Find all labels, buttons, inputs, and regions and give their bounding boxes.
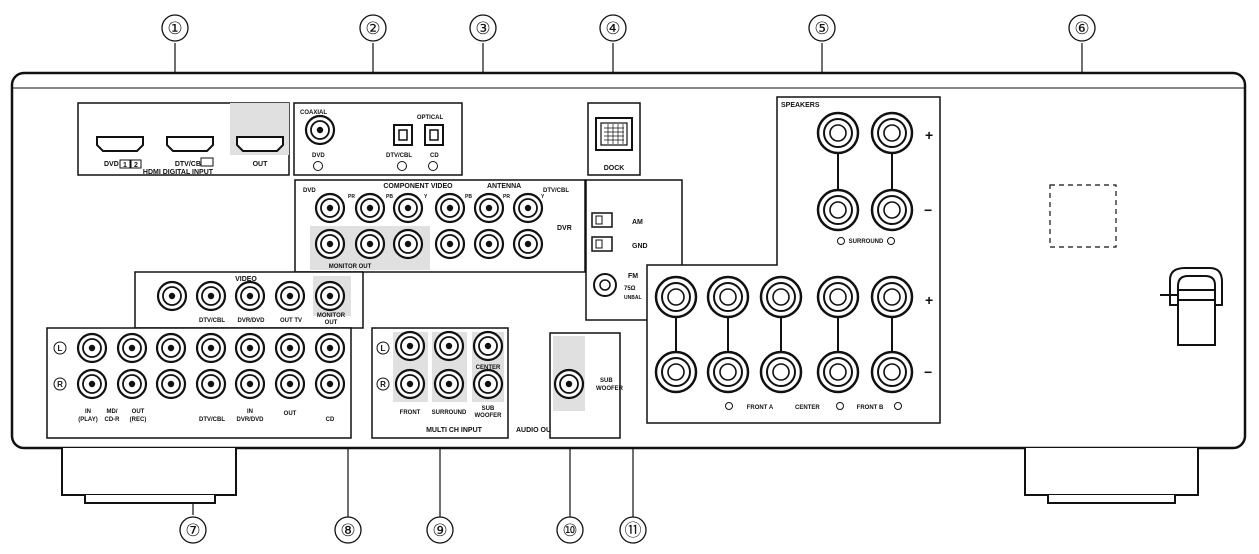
pr-label-1: PR xyxy=(348,194,355,200)
component-title: COMPONENT VIDEO xyxy=(383,183,453,190)
optical-dtvcbl-label: DTV/CBL xyxy=(386,153,412,159)
front-a-label: FRONT A xyxy=(747,405,774,411)
gnd-label: GND xyxy=(632,243,648,250)
video-outtv-label: OUT TV xyxy=(280,318,302,324)
monitor-out-label: MONITOR OUT xyxy=(329,264,372,270)
audio-cdr-label: CD-R xyxy=(105,417,121,423)
callout-9: ⑨ xyxy=(432,521,447,541)
hdmi-num-2: 2 xyxy=(134,162,138,169)
audio-md-label: MD/ xyxy=(107,409,118,415)
audio-play-label: (PLAY) xyxy=(78,417,97,423)
component-dvd-label: DVD xyxy=(303,188,316,194)
multi-surround-label: SURROUND xyxy=(432,410,467,416)
dock-label: DOCK xyxy=(604,165,625,172)
component-video-section: COMPONENT VIDEO ANTENNA DVD DTV/CBL PR P… xyxy=(294,179,586,273)
coaxial-dvd-label: DVD xyxy=(312,153,325,159)
speakers-plus-2: + xyxy=(925,292,933,308)
audio-cd-label: CD xyxy=(326,417,335,423)
callout-1: ① xyxy=(167,19,182,39)
hdmi-dvd-label: DVD xyxy=(104,161,119,168)
subwoofer-section: SUB WOOFER xyxy=(549,332,624,439)
audio-in-label: IN xyxy=(85,409,91,415)
multi-sub-label: SUB xyxy=(482,406,495,412)
callout-numbers: ① ② ③ ④ ⑤ ⑥ ⑦ ⑧ ⑨ ⑩ ⑪ xyxy=(161,14,1096,544)
multi-woofer-label: WOOFER xyxy=(475,413,503,419)
am-label: AM xyxy=(632,219,643,226)
fm-label: FM xyxy=(628,273,638,280)
y-label-2: Y xyxy=(541,194,545,200)
pb-label-2: PB xyxy=(465,194,472,200)
y-label-1: Y xyxy=(424,194,428,200)
multi-l-label: L xyxy=(381,344,386,353)
power-cord xyxy=(1160,267,1223,346)
audio-out2-label: OUT xyxy=(284,411,297,417)
callout-11: ⑪ xyxy=(625,521,642,541)
speakers-label: SPEAKERS xyxy=(781,102,820,109)
digital-audio-section: COAXIAL DVD OPTICAL DTV/CBL CD xyxy=(293,102,463,176)
callout-6: ⑥ xyxy=(1074,19,1089,39)
fm-unbal-label: UNBAL xyxy=(624,295,642,301)
optical-cd-label: CD xyxy=(430,153,439,159)
video-title: VIDEO xyxy=(235,276,257,283)
front-b-label: FRONT B xyxy=(857,405,884,411)
speakers-minus-2: − xyxy=(924,364,932,380)
speakers-section: SPEAKERS + − SURROUND + − FRONT A CENTER… xyxy=(646,96,941,424)
audio-section: L R IN (PLAY) MD/ CD-R OUT (REC) DTV/CBL… xyxy=(46,327,352,439)
video-dvrdvd-label: DVR/DVD xyxy=(237,318,265,324)
video-dtvcbl-label: DTV/CBL xyxy=(199,318,225,324)
pr-label-2: PR xyxy=(503,194,510,200)
callout-4: ④ xyxy=(605,19,620,39)
audio-l-label: L xyxy=(58,344,63,353)
callout-7: ⑦ xyxy=(185,521,200,541)
antenna-label: ANTENNA xyxy=(487,183,521,190)
hdmi-section: DVD 1 2 DTV/CBL OUT HDMI DIGITAL INPUT xyxy=(77,102,290,176)
component-dtvcbl-label: DTV/CBL xyxy=(543,188,569,194)
multi-center-label: CENTER xyxy=(476,365,501,371)
audio-dtvcbl-label: DTV/CBL xyxy=(199,417,225,423)
audio-rec-label: (REC) xyxy=(130,417,147,423)
hdmi-title: HDMI DIGITAL INPUT xyxy=(143,169,214,176)
audio-out-label: OUT xyxy=(132,409,145,415)
subwoofer-woofer-label: WOOFER xyxy=(596,386,624,392)
callout-5: ⑤ xyxy=(814,19,829,39)
pb-label-1: PB xyxy=(386,194,393,200)
audio-output-title: AUDIO OUTPUT xyxy=(516,427,570,434)
speakers-minus-1: − xyxy=(924,202,932,218)
fm-ohm-label: 75Ω xyxy=(624,286,636,292)
callout-8: ⑧ xyxy=(340,521,355,541)
callout-10: ⑩ xyxy=(562,521,577,541)
coaxial-label: COAXIAL xyxy=(300,110,327,116)
audio-in2-label: IN xyxy=(247,409,253,415)
dvr-label: DVR xyxy=(557,225,572,232)
dashed-label-area xyxy=(1049,184,1117,248)
hdmi-dtvcbl-label: DTV/CBL xyxy=(175,161,206,168)
hdmi-num-1: 1 xyxy=(123,162,127,169)
surround-label: SURROUND xyxy=(849,239,884,245)
subwoofer-sub-label: SUB xyxy=(600,378,613,384)
feet xyxy=(61,448,1199,504)
callout-2: ② xyxy=(365,19,380,39)
optical-label: OPTICAL xyxy=(417,115,444,121)
audio-dvrdvd-label: DVR/DVD xyxy=(236,417,264,423)
hdmi-out-label: OUT xyxy=(253,161,269,168)
dock-section: DOCK xyxy=(587,102,641,176)
audio-r-label: R xyxy=(57,380,63,389)
multi-r-label: R xyxy=(380,380,386,389)
multi-ch-input-section: L R CENTER FRONT SURROUND SUB WOOFER MUL… xyxy=(371,327,570,439)
video-section: VIDEO DTV/CBL DVR/DVD OUT TV MONITOR OUT xyxy=(134,271,364,329)
video-monitor-out-label: OUT xyxy=(325,320,338,326)
video-monitor-label: MONITOR xyxy=(317,313,346,319)
multi-front-label: FRONT xyxy=(400,410,421,416)
center-label: CENTER xyxy=(795,405,820,411)
multi-ch-title: MULTI CH INPUT xyxy=(426,427,483,434)
speakers-plus-1: + xyxy=(925,127,933,143)
callout-3: ③ xyxy=(475,19,490,39)
